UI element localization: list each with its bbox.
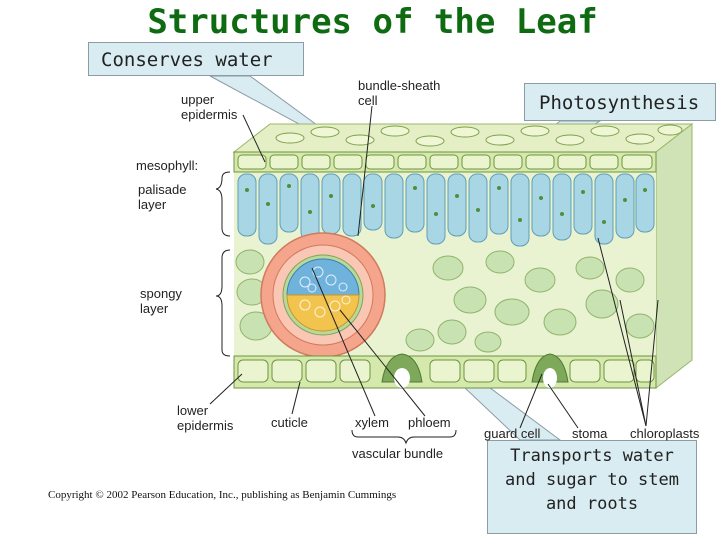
label-spongy: spongy layer xyxy=(140,286,182,316)
label-bundle-sheath-line-1: bundle-sheath xyxy=(358,78,441,93)
label-bundle-sheath: bundle-sheath cell xyxy=(358,78,440,108)
xylem-region xyxy=(286,258,360,296)
callout-conserves-water: Conserves water xyxy=(88,42,304,76)
spongy-cells xyxy=(235,249,655,353)
label-upper-epidermis: upper epidermis xyxy=(181,92,237,122)
phloem-region xyxy=(286,294,360,332)
label-upper-epidermis-line-1: upper xyxy=(181,92,215,107)
label-stoma: stoma xyxy=(572,426,608,441)
stoma-openings xyxy=(394,368,557,388)
right-face xyxy=(655,122,693,390)
label-vascular-bundle: vascular bundle xyxy=(352,446,444,461)
label-mesophyll: mesophyll: xyxy=(136,158,199,173)
leader-lines xyxy=(209,105,659,445)
chloroplast-dots xyxy=(245,184,647,224)
label-palisade-line-1: palisade xyxy=(138,182,187,197)
page-title: Structures of the Leaf xyxy=(147,2,598,42)
label-xylem: xylem xyxy=(355,415,389,430)
palisade-cells xyxy=(237,173,655,247)
label-palisade: palisade layer xyxy=(138,182,186,212)
callout-photosynthesis: Photosynthesis xyxy=(524,83,716,121)
callout-transports: Transports water and sugar to stem and r… xyxy=(487,440,697,534)
label-lower-epidermis-line-2: epidermis xyxy=(177,418,234,433)
callout-transports-line-3: and roots xyxy=(545,494,639,514)
label-lower-epidermis: lower epidermis xyxy=(177,403,233,433)
label-upper-epidermis-line-2: epidermis xyxy=(181,107,238,122)
label-cuticle: cuticle xyxy=(271,415,308,430)
upper-surface-cells xyxy=(275,124,683,147)
lower-epidermis-cells xyxy=(237,359,655,383)
xylem-cells xyxy=(299,266,348,293)
label-chloroplasts: chloroplasts xyxy=(630,426,700,441)
label-spongy-line-1: spongy xyxy=(140,286,182,301)
label-phloem: phloem xyxy=(408,415,451,430)
phloem-cells xyxy=(299,295,351,318)
copyright-text: Copyright © 2002 Pearson Education, Inc.… xyxy=(48,489,397,501)
callout-transports-line-1: Transports water xyxy=(510,446,674,466)
label-lower-epidermis-line-1: lower xyxy=(177,403,209,418)
label-spongy-line-2: layer xyxy=(140,301,169,316)
label-guard-cell: guard cell xyxy=(484,426,541,441)
upper-epidermis-cells xyxy=(237,154,653,170)
label-bundle-sheath-line-2: cell xyxy=(358,93,378,108)
callout-transports-line-2: and sugar to stem xyxy=(505,470,679,490)
label-palisade-line-2: layer xyxy=(138,197,167,212)
